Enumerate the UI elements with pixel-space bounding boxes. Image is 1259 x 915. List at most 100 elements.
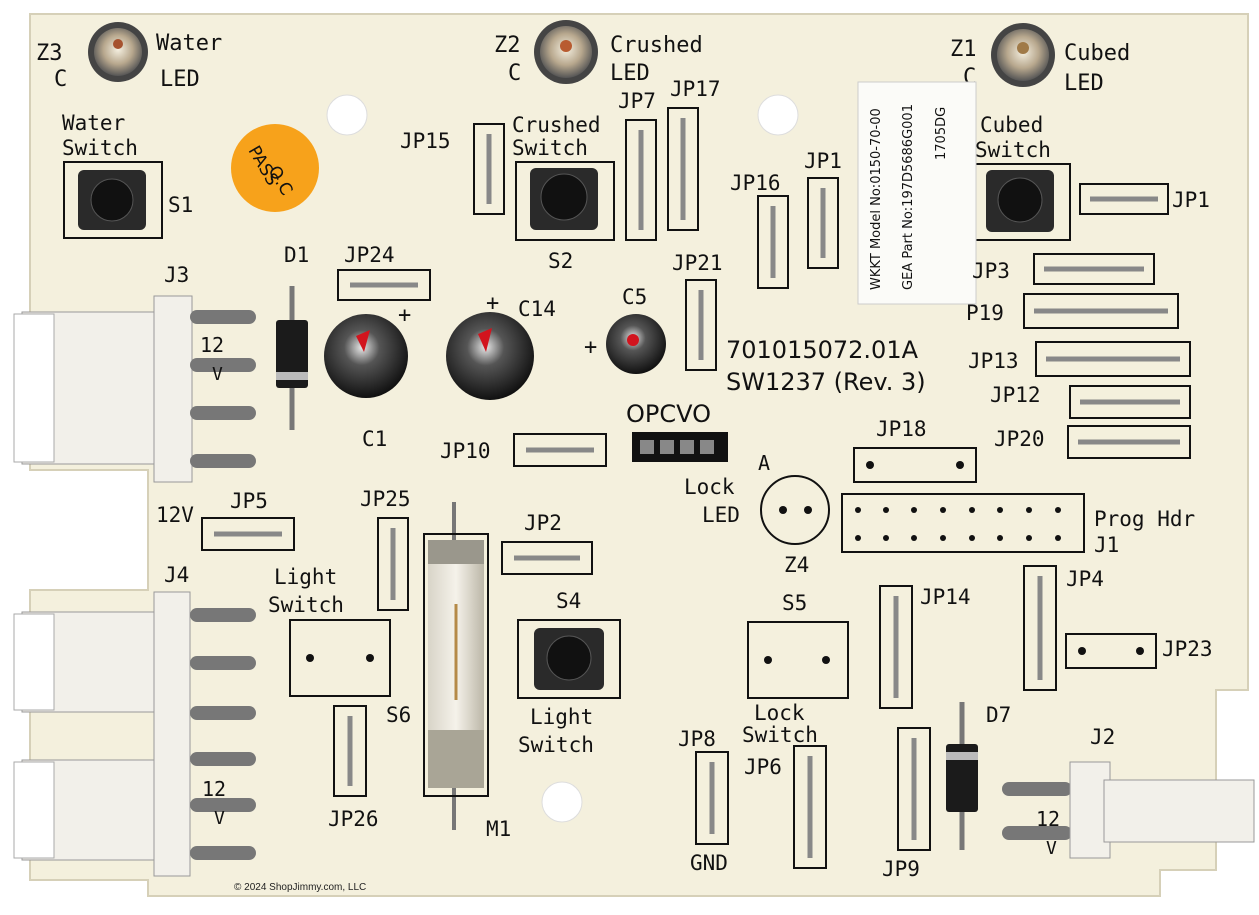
board-opcvo: OPCVO <box>626 400 711 428</box>
water-switch-button <box>78 170 146 230</box>
light-switch-outline <box>517 619 621 699</box>
jp9-label: JP9 <box>882 857 920 881</box>
lock-switch-ref: S5 <box>782 591 807 615</box>
jumper-jp8 <box>695 751 729 845</box>
jumper-jp23 <box>1065 633 1157 669</box>
d7-label: D7 <box>986 703 1011 727</box>
crushed-switch-label1: Crushed <box>512 113 601 137</box>
led-z2-pol: C <box>508 61 521 86</box>
capacitor-c14 <box>446 312 534 400</box>
led-z2-ref: Z2 <box>494 33 521 58</box>
jp8-label: JP8 <box>678 727 716 751</box>
jumper-jp12 <box>1069 385 1191 419</box>
jp17-label: JP17 <box>670 77 721 101</box>
model-label-line3: 1705DG <box>934 107 949 160</box>
cubed-switch-button <box>986 170 1054 232</box>
jumper-jp9 <box>897 727 931 851</box>
jumper-jp7 <box>625 119 657 241</box>
jp10-label: JP10 <box>440 439 491 463</box>
connector-j4 <box>13 591 256 877</box>
light-switch-pads <box>289 619 391 697</box>
j3-pin-12: 12 <box>200 333 224 357</box>
led-z2-name1: Crushed <box>610 33 703 58</box>
mounting-hole <box>541 781 583 823</box>
capacitor-c5 <box>606 314 666 374</box>
jp12-label: JP12 <box>990 383 1041 407</box>
water-switch-label2: Switch <box>62 136 138 160</box>
jp4-label: JP4 <box>1066 567 1104 591</box>
j2-pin-12: 12 <box>1036 807 1060 831</box>
water-switch-ref: S1 <box>168 193 193 217</box>
jumper-jp1-horizontal <box>1079 183 1169 215</box>
j2-label: J2 <box>1090 725 1115 749</box>
diode-d7 <box>946 702 978 850</box>
light-pads-label1: Light <box>274 565 337 589</box>
cubed-switch-label1: Cubed <box>980 113 1043 137</box>
c14-plus: + <box>486 291 499 316</box>
model-label-sticker: WKKT Model No:0150-70-00 GEA Part No:197… <box>857 81 977 305</box>
jp3-label: JP3 <box>972 259 1010 283</box>
jumper-jp20 <box>1067 425 1191 459</box>
cubed-switch-label2: Switch <box>975 138 1051 162</box>
crushed-switch-ref: S2 <box>548 249 573 273</box>
jp21-label: JP21 <box>672 251 723 275</box>
jumper-jp5 <box>201 517 295 551</box>
mounting-hole <box>757 94 799 136</box>
jp16-label: JP16 <box>730 171 781 195</box>
prog-hdr-label: Prog Hdr <box>1094 507 1195 531</box>
jumper-jp14 <box>879 585 913 709</box>
jp24-label: JP24 <box>344 243 395 267</box>
d1-label: D1 <box>284 243 309 267</box>
jp25-label: JP25 <box>360 487 411 511</box>
light-pads-ref: S6 <box>386 703 411 727</box>
j1-label: J1 <box>1094 533 1119 557</box>
connector-j2 <box>1002 761 1255 859</box>
fuse-m1 <box>423 502 489 830</box>
lock-led-footprint <box>760 475 830 545</box>
p19-label: P19 <box>966 301 1004 325</box>
lock-led-label1: Lock <box>684 475 735 499</box>
jumper-jp25 <box>377 517 409 611</box>
led-z3 <box>88 22 148 82</box>
diode-d1 <box>276 286 308 430</box>
jp2-label: JP2 <box>524 511 562 535</box>
jumper-jp4 <box>1023 565 1057 691</box>
lock-led-label2: LED <box>702 503 740 527</box>
m1-label: M1 <box>486 817 511 841</box>
j4-12v-label: 12V <box>156 503 194 527</box>
lock-led-anode: A <box>758 451 770 475</box>
jp7-label: JP7 <box>618 89 656 113</box>
model-label-line2: GEA Part No:197D5686G001 <box>901 104 916 290</box>
jumper-jp3 <box>1033 253 1155 285</box>
led-z2 <box>534 20 598 84</box>
c1-plus: + <box>398 303 411 328</box>
j4-label: J4 <box>164 563 189 587</box>
jumper-jp10 <box>513 433 607 467</box>
j4-pin-v: V <box>214 808 225 829</box>
light-switch-label1: Light <box>530 705 593 729</box>
light-switch-ref: S4 <box>556 589 581 613</box>
c14-label: C14 <box>518 297 556 321</box>
jp20-label: JP20 <box>994 427 1045 451</box>
lock-switch-label1: Lock <box>754 701 805 725</box>
connector-j3 <box>13 295 256 483</box>
light-switch-label2: Switch <box>518 733 594 757</box>
c5-label: C5 <box>622 285 647 309</box>
jumper-jp21 <box>685 279 717 371</box>
jp1-vertical-label: JP1 <box>804 149 842 173</box>
board-part-number: 701015072.01A <box>726 336 919 364</box>
crushed-switch-outline <box>515 161 615 241</box>
light-switch-button <box>534 628 604 690</box>
crushed-switch-button <box>530 168 598 230</box>
prog-header <box>841 493 1085 553</box>
led-z3-pol: C <box>54 67 67 92</box>
j2-pin-v: V <box>1046 838 1057 859</box>
jp1-horizontal-label: JP1 <box>1172 188 1210 212</box>
water-switch-label1: Water <box>62 111 125 135</box>
board-software-version: SW1237 (Rev. 3) <box>726 368 926 396</box>
jumper-jp15 <box>473 123 505 215</box>
jp18-label: JP18 <box>876 417 927 441</box>
jp6-label: JP6 <box>744 755 782 779</box>
jumper-jp6 <box>793 745 827 869</box>
led-z1 <box>991 23 1055 87</box>
